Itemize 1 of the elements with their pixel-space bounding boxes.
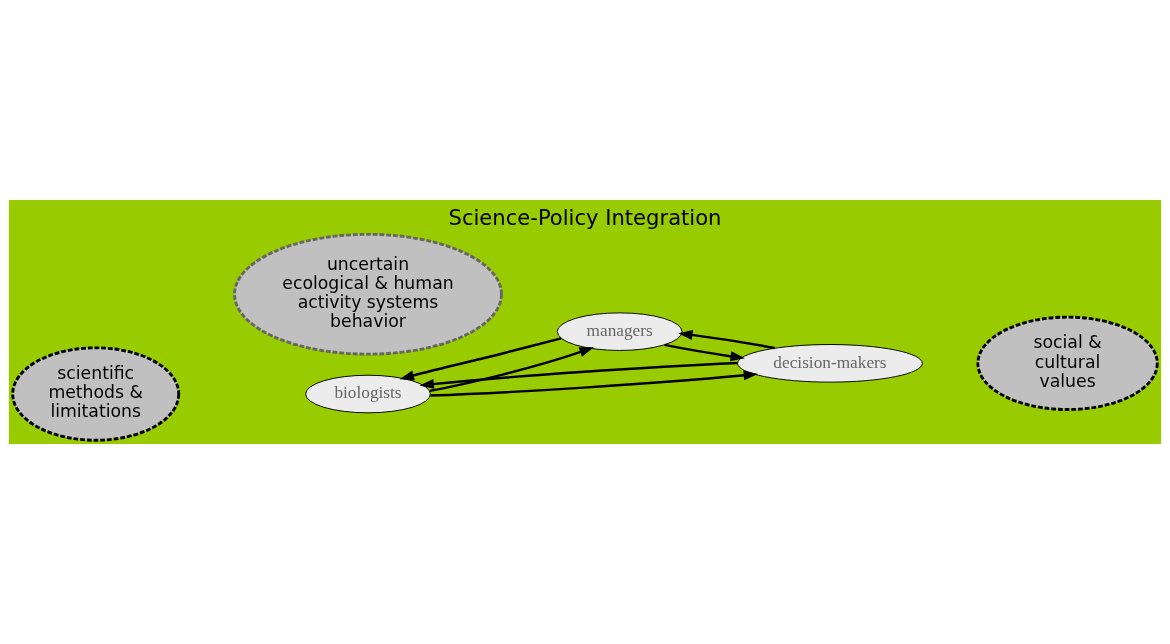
diagram-title: Science-Policy Integration [448,204,722,230]
